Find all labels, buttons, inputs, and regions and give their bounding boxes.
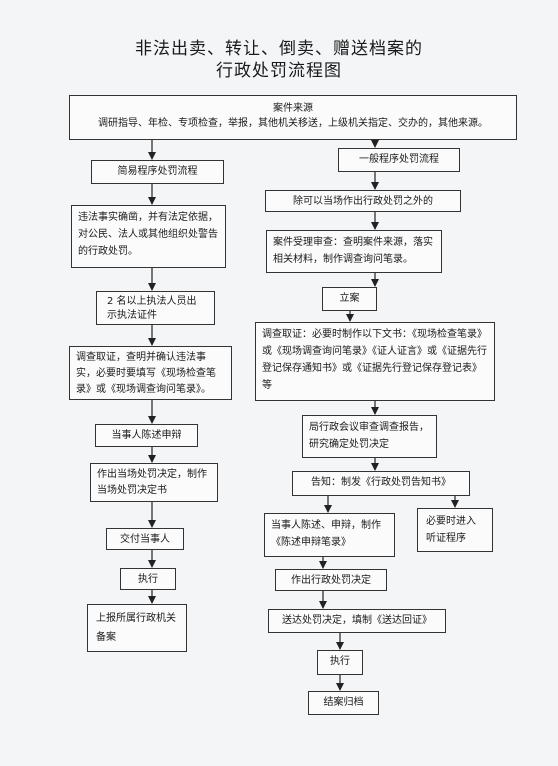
node-simple-investigation: 调查取证，查明并确认违法事实，必要时要填写《现场检查笔录》或《现场调查询问笔录》… bbox=[69, 346, 232, 400]
node-hearing: 必要时进入听证程序 bbox=[417, 508, 493, 552]
title-line-1: 非法出卖、转让、倒卖、赠送档案的 bbox=[135, 39, 423, 59]
node-acceptance-review: 案件受理审查：查明案件来源，落实相关材料，制作调查询问笔录。 bbox=[266, 230, 442, 273]
node-serve-decision: 送达处罚决定，填制《送达回证》 bbox=[268, 609, 446, 633]
node-party-defense: 当事人陈述申辩 bbox=[95, 424, 198, 447]
node-case-source-text: 调研指导、年检、专项检查，举报，其他机关移送，上级机关指定、交办的，其他来源。 bbox=[98, 118, 488, 129]
node-notice: 告知：制发《行政处罚告知书》 bbox=[292, 471, 470, 496]
node-general-investigation: 调查取证：必要时制作以下文书：《现场检查笔录》或《现场调查询问笔录》《证人证言》… bbox=[255, 322, 495, 401]
node-general-procedure: 一般程序处罚流程 bbox=[338, 148, 460, 172]
node-execute-left: 执行 bbox=[120, 568, 176, 590]
node-simple-condition: 违法事实确凿，并有法定依据，对公民、法人或其他组织处警告的行政处罚。 bbox=[71, 205, 226, 268]
title-line-2: 行政处罚流程图 bbox=[216, 61, 342, 81]
node-report-archive: 上报所属行政机关备案 bbox=[87, 604, 187, 652]
node-case-source: 案件来源 调研指导、年检、专项检查，举报，其他机关移送，上级机关指定、交办的，其… bbox=[69, 95, 517, 140]
node-on-site-decision: 作出当场处罚决定，制作当场处罚决定书 bbox=[90, 463, 218, 502]
node-show-certificate: 2 名以上执法人员出示执法证件 bbox=[96, 291, 215, 325]
node-party-statement: 当事人陈述、申辩，制作《陈述申辩笔录》 bbox=[264, 513, 395, 557]
node-file-case: 立案 bbox=[322, 287, 377, 311]
node-except-on-site: 除可以当场作出行政处罚之外的 bbox=[265, 190, 461, 212]
node-simple-procedure: 简易程序处罚流程 bbox=[91, 160, 224, 184]
node-make-decision: 作出行政处罚决定 bbox=[275, 569, 387, 591]
node-deliver-to-party: 交付当事人 bbox=[106, 528, 184, 550]
node-execute-right: 执行 bbox=[317, 650, 363, 675]
node-meeting-review: 局行政会议审查调查报告，研究确定处罚决定 bbox=[302, 415, 437, 458]
node-case-source-title: 案件来源 bbox=[273, 103, 313, 114]
node-archive: 结案归档 bbox=[308, 691, 379, 715]
